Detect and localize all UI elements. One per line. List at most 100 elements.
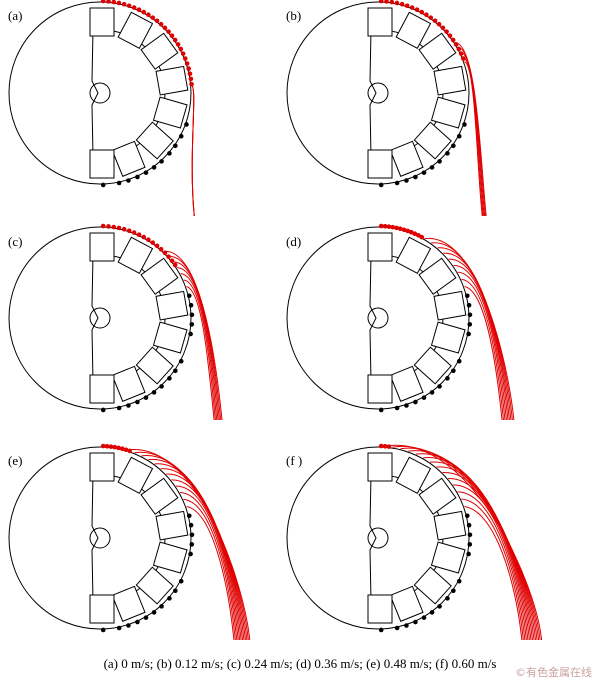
trajectory-line: [171, 479, 241, 641]
magnet-block: [140, 257, 179, 295]
particle-black: [173, 143, 178, 149]
particle-black: [178, 133, 184, 139]
particle-red: [106, 224, 111, 229]
magnet-block: [111, 365, 146, 402]
particle-black: [464, 293, 470, 299]
particle-black: [394, 180, 400, 186]
particle-black: [135, 174, 140, 180]
particle-black: [143, 170, 149, 175]
particle-red: [146, 12, 151, 18]
shaft-circle: [367, 307, 389, 329]
trajectory-line: [191, 84, 195, 217]
particle-black: [467, 532, 473, 538]
particle-red: [136, 7, 142, 12]
watermark: ©有色金属在线: [515, 666, 592, 679]
trajectory-line: [180, 273, 218, 421]
particle-red: [126, 228, 132, 234]
shaft-circle: [89, 307, 111, 329]
particle-red: [154, 18, 160, 24]
magnet-block: [418, 32, 457, 70]
magnet-block: [155, 65, 189, 96]
particle-black: [116, 180, 122, 186]
particle-black: [467, 322, 473, 327]
magnet-block: [433, 65, 467, 96]
particle-red: [390, 224, 396, 230]
particle-red: [166, 29, 171, 34]
particle-black: [421, 395, 427, 400]
particle-black: [413, 174, 418, 180]
particle-black: [178, 358, 184, 364]
particle-red: [121, 1, 127, 7]
figure-caption: (a) 0 m/s; (b) 0.12 m/s; (c) 0.24 m/s; (…: [103, 656, 497, 671]
magnet-block: [367, 7, 393, 37]
particle-black: [189, 322, 195, 327]
magnet-block: [413, 121, 452, 160]
particle-red: [394, 0, 400, 6]
panel-label: (a): [8, 8, 22, 23]
particle-red: [141, 234, 147, 240]
particle-black: [437, 604, 442, 609]
magnet-block: [395, 456, 432, 494]
particle-red: [432, 18, 438, 24]
panel-a: (a): [8, 0, 195, 217]
particle-black: [429, 390, 435, 395]
particle-black: [186, 513, 192, 519]
particle-black: [188, 302, 194, 308]
particle-red: [184, 61, 190, 66]
magnet-block: [367, 452, 393, 482]
particle-black: [404, 623, 409, 628]
magnet-block: [135, 566, 174, 605]
particle-black: [116, 405, 122, 411]
magnet-block: [117, 236, 154, 274]
magnet-block: [89, 452, 115, 482]
particle-black: [394, 405, 400, 411]
trajectory-line: [464, 506, 523, 641]
particle-black: [437, 159, 442, 164]
particle-black: [126, 403, 131, 408]
particle-black: [467, 312, 473, 318]
particle-black: [413, 399, 418, 405]
particle-red: [162, 25, 168, 31]
particle-red: [131, 230, 137, 235]
trajectory-line: [448, 477, 529, 641]
drum-circle: [286, 226, 470, 410]
particle-black: [378, 627, 384, 633]
particle-red: [100, 223, 106, 229]
particle-black: [173, 588, 178, 594]
particle-red: [100, 0, 106, 4]
particle-red: [126, 3, 132, 9]
drum-circle: [286, 446, 470, 630]
magnet-block: [89, 7, 115, 37]
particle-red: [412, 231, 418, 236]
particle-red: [150, 15, 156, 20]
particle-red: [111, 224, 117, 230]
panel-c: (c): [8, 223, 223, 421]
particle-red: [378, 443, 384, 449]
particle-black: [421, 615, 427, 620]
particle-black: [451, 143, 456, 149]
particle-black: [404, 178, 409, 183]
trajectory-line: [457, 271, 506, 421]
particle-black: [100, 182, 106, 188]
magnet-block: [135, 121, 174, 160]
particle-red: [141, 9, 147, 15]
panel-f: (f ): [286, 443, 543, 641]
particle-black: [167, 596, 172, 601]
magnet-block: [430, 321, 466, 354]
particle-black: [429, 165, 435, 170]
particle-black: [126, 178, 131, 183]
particle-black: [466, 522, 472, 528]
magnet-block: [418, 257, 457, 295]
particle-black: [451, 588, 456, 594]
particle-black: [404, 403, 409, 408]
magnet-block: [89, 594, 115, 624]
shaft-circle: [367, 82, 389, 104]
trajectory-line: [183, 498, 236, 641]
particle-red: [408, 229, 414, 235]
particle-red: [186, 66, 191, 71]
particle-red: [112, 444, 118, 450]
particle-black: [437, 384, 442, 389]
particle-red: [436, 21, 442, 27]
magnet-block: [418, 477, 457, 515]
trajectory-line: [424, 238, 515, 421]
